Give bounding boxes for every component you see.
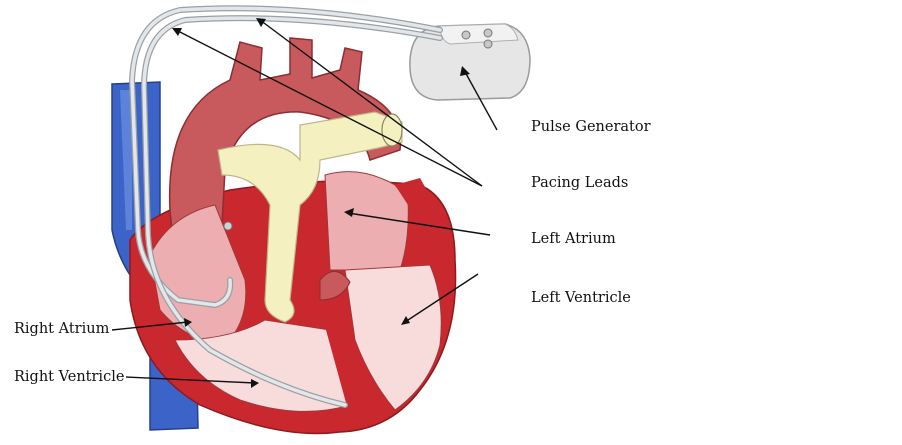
mitral-valve bbox=[319, 271, 351, 301]
label-pacing-leads: Pacing Leads bbox=[531, 175, 629, 191]
label-right-ventricle: Right Ventricle bbox=[14, 369, 125, 385]
pacing-leads bbox=[128, 5, 443, 408]
left-atrium-chamber bbox=[324, 171, 430, 271]
septum bbox=[315, 285, 365, 410]
right-ventricle-chamber bbox=[174, 319, 351, 412]
label-right-atrium: Right Atrium bbox=[14, 321, 110, 337]
label-left-ventricle: Left Ventricle bbox=[531, 290, 631, 306]
left-ventricle-chamber bbox=[344, 264, 442, 411]
label-pulse-generator: Pulse Generator bbox=[531, 119, 651, 135]
label-left-atrium: Left Atrium bbox=[531, 231, 616, 247]
pointer-lines bbox=[111, 18, 498, 388]
